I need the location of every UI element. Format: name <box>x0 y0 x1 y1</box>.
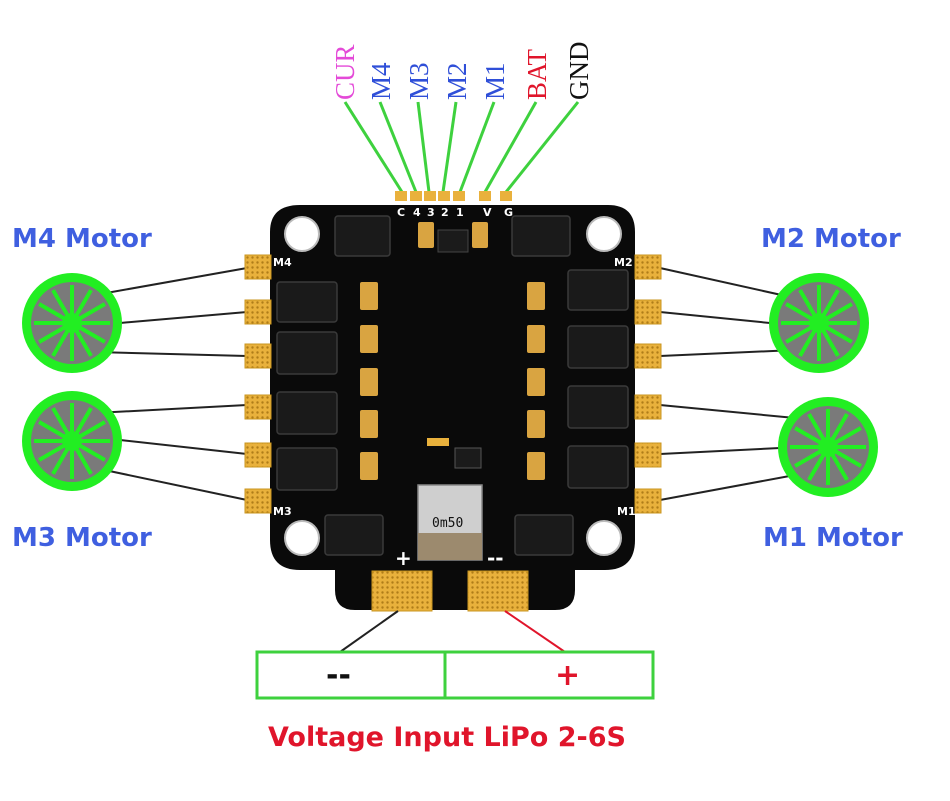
pad-label-v: V <box>483 206 492 219</box>
mount-hole-bl <box>284 520 320 556</box>
motor-pads-left <box>244 254 272 514</box>
pin-label-m2: M2 <box>442 62 472 100</box>
power-pad-negative <box>371 570 433 612</box>
negative-lead <box>339 610 399 653</box>
motor-label-m3: M3 Motor <box>12 523 152 553</box>
mount-hole-tl <box>284 216 320 252</box>
motor-wires <box>94 267 796 501</box>
pin-label-cur: CUR <box>330 44 360 100</box>
motor-label-m1: M1 Motor <box>763 523 903 553</box>
capacitors-left <box>360 282 378 480</box>
pad-label-1: 1 <box>456 206 464 219</box>
signal-wires <box>343 101 580 193</box>
positive-terminal-sign: + <box>555 658 580 693</box>
pad-label-3: 3 <box>427 206 435 219</box>
pin-label-bat: BAT <box>522 48 552 100</box>
motor-pads-right <box>634 254 662 514</box>
corner-label-m3: M3 <box>273 505 292 518</box>
pin-label-m1: M1 <box>480 62 510 100</box>
voltage-input-title: Voltage Input LiPo 2-6S <box>268 722 626 753</box>
mount-hole-tr <box>586 216 622 252</box>
pad-label-4: 4 <box>413 206 421 219</box>
shunt-marking: 0m50 <box>432 516 463 531</box>
pad-label-c: C <box>397 206 405 219</box>
wire-m1 <box>458 101 496 193</box>
wire-m2 <box>441 101 458 193</box>
positive-lead <box>504 610 566 653</box>
pin-label-m4: M4 <box>366 62 396 100</box>
motor-m4-icon <box>22 273 122 373</box>
wire-gnd <box>504 101 580 193</box>
pin-labels: CUR M4 M3 M2 M1 BAT GND <box>330 42 594 101</box>
motor-m2-icon <box>769 273 869 373</box>
header-pads <box>395 191 512 201</box>
mosfets-right <box>511 215 629 556</box>
motor-m1-icon <box>778 397 878 497</box>
motor-m3-icon <box>22 391 122 491</box>
shunt-resistor: 0m50 <box>417 484 483 561</box>
mount-hole-br <box>586 520 622 556</box>
power-pad-positive <box>467 570 529 612</box>
pin-label-m3: M3 <box>404 62 434 100</box>
corner-label-m1: M1 <box>617 505 636 518</box>
board-plus-sign: + <box>395 546 412 570</box>
capacitors-right <box>527 282 545 480</box>
pad-label-2: 2 <box>441 206 449 219</box>
corner-label-m2: M2 <box>614 256 633 269</box>
pad-label-g: G <box>504 206 513 219</box>
wire-m3 <box>416 101 431 193</box>
wire-cur <box>343 101 404 193</box>
esc-board: C 4 3 2 1 V G M4 M2 M3 M1 <box>244 191 662 612</box>
motor-label-m2: M2 Motor <box>761 224 901 254</box>
corner-label-m4: M4 <box>273 256 292 269</box>
board-minus-sign: -- <box>487 546 504 570</box>
mosfets-left <box>276 215 391 556</box>
wire-m4 <box>378 101 418 193</box>
pin-label-gnd: GND <box>564 42 594 101</box>
power-input-box: -- + <box>255 650 655 700</box>
wire-bat <box>483 101 538 193</box>
header-pad-labels: C 4 3 2 1 V G <box>397 206 513 219</box>
motor-label-m4: M4 Motor <box>12 224 152 254</box>
negative-terminal-sign: -- <box>326 658 351 693</box>
